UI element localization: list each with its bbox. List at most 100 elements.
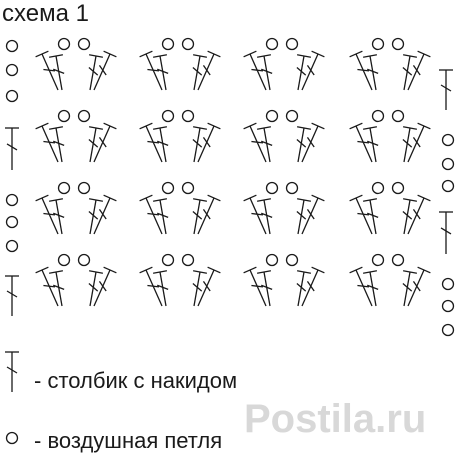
chain-stitch-icon — [181, 37, 195, 51]
double-crochet-icon — [349, 50, 373, 91]
chain-stitch-icon — [77, 37, 91, 51]
double-crochet-icon — [256, 270, 273, 307]
double-crochet-icon — [139, 50, 163, 91]
legend-chain-stitch-icon — [5, 431, 19, 445]
double-crochet-icon — [296, 270, 312, 307]
double-crochet-icon — [88, 198, 104, 235]
double-crochet-icon — [256, 126, 273, 163]
double-crochet-icon — [243, 266, 267, 307]
double-crochet-icon — [35, 194, 59, 235]
chain-stitch-icon — [391, 253, 405, 267]
double-crochet-icon — [93, 122, 117, 163]
double-crochet-icon — [407, 194, 431, 235]
double-crochet-icon — [407, 122, 431, 163]
chain-stitch-icon — [57, 253, 71, 267]
double-crochet-icon — [48, 270, 65, 307]
double-crochet-icon — [301, 194, 325, 235]
double-crochet-icon — [197, 50, 221, 91]
chain-stitch-icon — [371, 109, 385, 123]
double-crochet-icon — [48, 126, 65, 163]
double-crochet-icon — [402, 198, 418, 235]
double-crochet-icon — [139, 266, 163, 307]
chain-stitch-icon — [391, 181, 405, 195]
legend-dc-label: - столбик с накидом — [34, 368, 238, 393]
double-crochet-icon — [88, 270, 104, 307]
chain-stitch-icon — [371, 181, 385, 195]
double-crochet-icon — [197, 266, 221, 307]
chain-stitch-icon — [57, 109, 71, 123]
double-crochet-icon — [362, 54, 379, 91]
double-crochet-icon — [402, 54, 418, 91]
chain-stitch-icon — [5, 239, 19, 253]
double-crochet-icon — [152, 198, 169, 235]
chain-stitch-icon — [77, 109, 91, 123]
double-crochet-icon — [402, 270, 418, 307]
double-crochet-icon — [349, 266, 373, 307]
chain-stitch-icon — [161, 37, 175, 51]
double-crochet-icon — [256, 198, 273, 235]
chain-stitch-icon — [265, 181, 279, 195]
double-crochet-icon — [243, 50, 267, 91]
double-crochet-icon — [152, 54, 169, 91]
double-crochet-icon — [362, 270, 379, 307]
double-crochet-icon — [301, 266, 325, 307]
chain-stitch-icon — [5, 63, 19, 77]
double-crochet-icon — [192, 270, 208, 307]
double-crochet-icon — [93, 50, 117, 91]
double-crochet-icon — [362, 198, 379, 235]
double-crochet-icon — [296, 126, 312, 163]
double-crochet-icon — [88, 126, 104, 163]
edge-double-crochet-icon — [439, 211, 453, 254]
chain-stitch-icon — [77, 181, 91, 195]
double-crochet-icon — [349, 122, 373, 163]
chain-stitch-icon — [57, 181, 71, 195]
chain-stitch-icon — [161, 253, 175, 267]
chain-stitch-icon — [161, 109, 175, 123]
edge-double-crochet-icon — [5, 275, 19, 316]
watermark-logo: Postila.ru — [244, 400, 426, 440]
chain-stitch-icon — [5, 193, 19, 207]
double-crochet-icon — [88, 54, 104, 91]
chain-stitch-icon — [285, 109, 299, 123]
edge-double-crochet-icon — [439, 69, 453, 110]
double-crochet-icon — [139, 122, 163, 163]
double-crochet-icon — [243, 122, 267, 163]
chain-stitch-icon — [391, 109, 405, 123]
double-crochet-icon — [48, 54, 65, 91]
chain-stitch-icon — [441, 277, 455, 291]
double-crochet-icon — [197, 122, 221, 163]
double-crochet-icon — [192, 54, 208, 91]
chain-stitch-icon — [181, 253, 195, 267]
chain-stitch-icon — [181, 181, 195, 195]
double-crochet-icon — [256, 54, 273, 91]
double-crochet-icon — [48, 198, 65, 235]
chain-stitch-icon — [371, 253, 385, 267]
svg-text:Postila.ru: Postila.ru — [244, 400, 426, 440]
diagram-title: схема 1 — [2, 0, 89, 27]
double-crochet-icon — [152, 270, 169, 307]
chain-stitch-icon — [265, 37, 279, 51]
chain-stitch-icon — [265, 253, 279, 267]
chain-stitch-icon — [441, 179, 455, 193]
double-crochet-icon — [296, 54, 312, 91]
chain-stitch-icon — [371, 37, 385, 51]
double-crochet-icon — [402, 126, 418, 163]
double-crochet-icon — [301, 122, 325, 163]
edge-double-crochet-icon — [5, 127, 19, 170]
double-crochet-icon — [407, 266, 431, 307]
chain-stitch-icon — [57, 37, 71, 51]
chain-stitch-icon — [265, 109, 279, 123]
chain-stitch-icon — [391, 37, 405, 51]
chain-stitch-icon — [161, 181, 175, 195]
double-crochet-icon — [93, 266, 117, 307]
chain-stitch-icon — [285, 37, 299, 51]
double-crochet-icon — [349, 194, 373, 235]
double-crochet-icon — [192, 126, 208, 163]
double-crochet-icon — [296, 198, 312, 235]
chain-stitch-icon — [441, 299, 455, 313]
chain-stitch-icon — [285, 181, 299, 195]
double-crochet-icon — [407, 50, 431, 91]
double-crochet-icon — [139, 194, 163, 235]
double-crochet-icon — [243, 194, 267, 235]
